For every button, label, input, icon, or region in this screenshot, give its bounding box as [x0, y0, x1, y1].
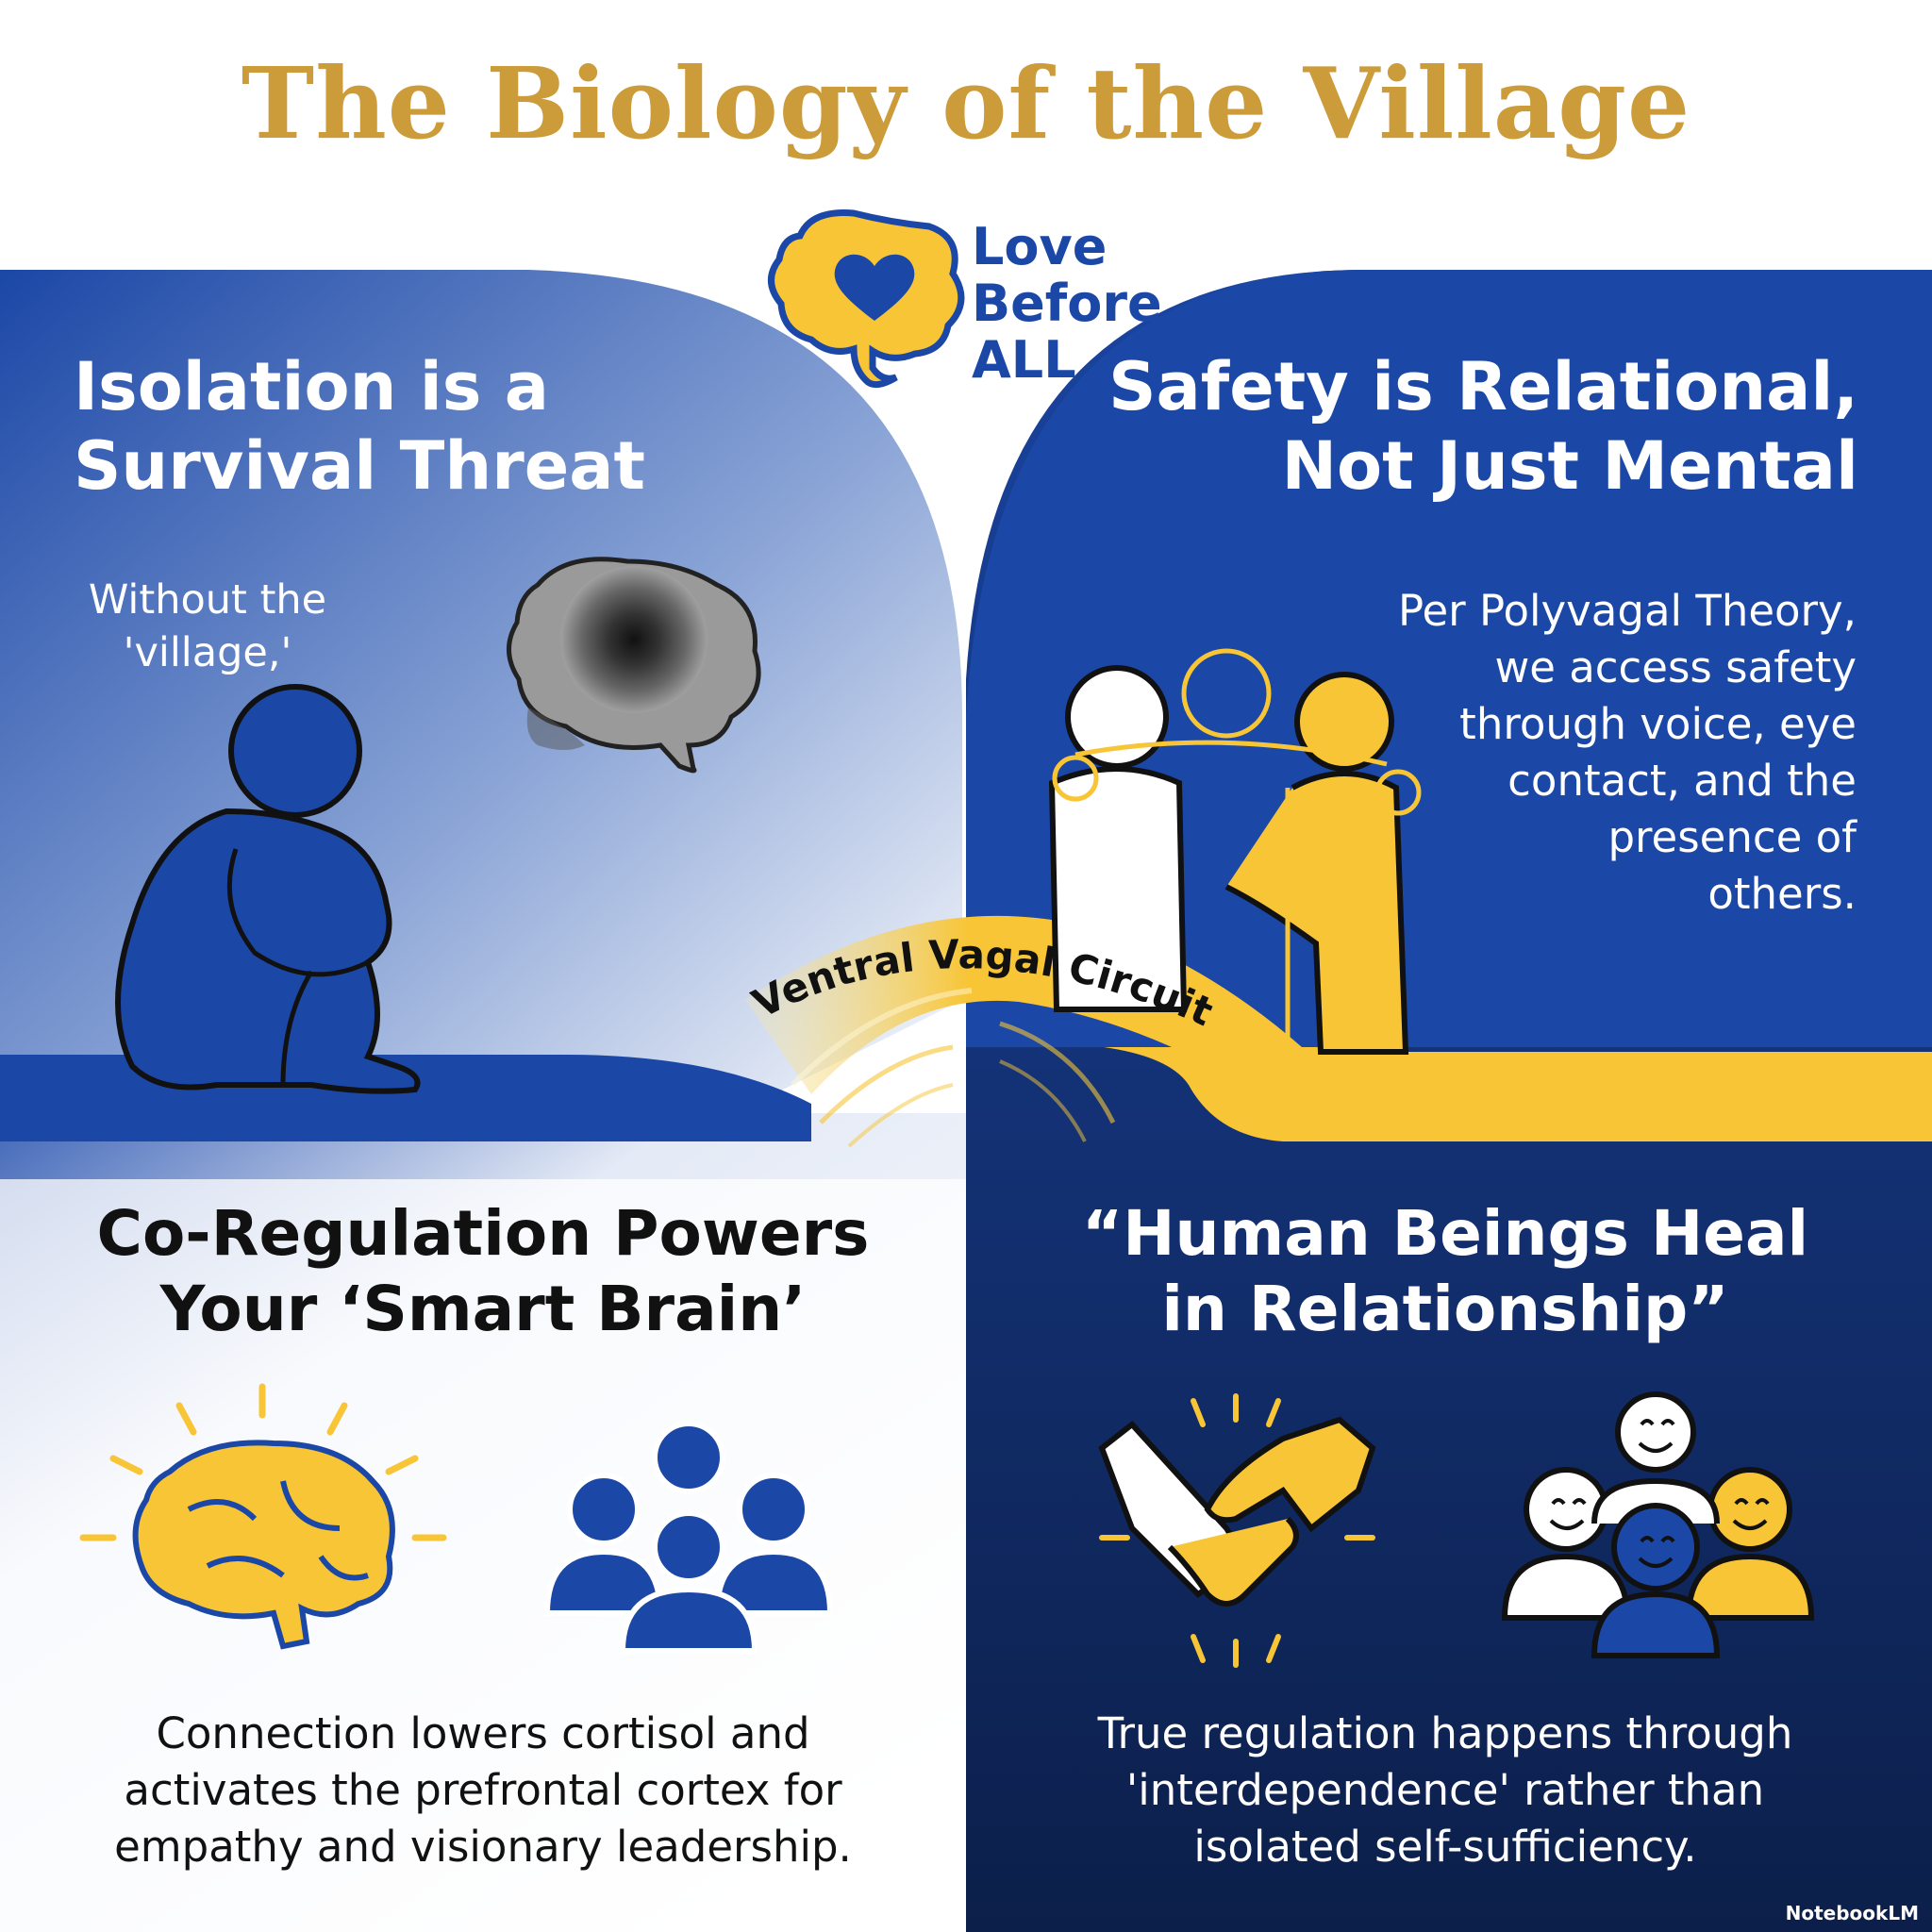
isolation-caption: Without the 'village,' — [66, 574, 349, 679]
coregulation-body: Connection lowers cortisol and activates… — [38, 1706, 928, 1875]
caption-line: Without the — [88, 576, 327, 624]
body-line: Connection lowers cortisol and — [156, 1708, 810, 1758]
heading-line: “Human Beings Heal — [1081, 1197, 1809, 1270]
heal-heading: “Human Beings Heal in Relationship” — [1000, 1196, 1890, 1347]
body-line: Per Polyvagal Theory, — [1397, 586, 1857, 636]
heading-line: Survival Threat — [74, 427, 645, 505]
embracing-people-icon — [1048, 648, 1422, 1055]
heading-line: Co-Regulation Powers — [96, 1197, 870, 1270]
body-line: contact, and the — [1507, 756, 1857, 806]
heading-line: Safety is Relational, — [1108, 348, 1858, 425]
isolation-heading: Isolation is a Survival Threat — [74, 347, 645, 506]
bright-brain-icon — [79, 1383, 447, 1650]
logo-line: ALL — [972, 330, 1076, 390]
heading-line: Isolation is a — [74, 348, 550, 425]
body-line: we access safety — [1494, 642, 1857, 692]
heading-line: Not Just Mental — [1281, 427, 1858, 505]
coregulation-heading: Co-Regulation Powers Your ‘Smart Brain’ — [38, 1196, 928, 1347]
heading-line: Your ‘Smart Brain’ — [159, 1273, 807, 1345]
brand-watermark: NotebookLM — [1785, 1902, 1919, 1924]
sad-brain-icon — [507, 557, 761, 774]
sitting-person-icon — [115, 684, 421, 1094]
logo-wordmark: Love Before ALL — [972, 219, 1162, 389]
body-line: empathy and visionary leadership. — [114, 1822, 852, 1872]
page-title: The Biology of the Village — [241, 45, 1691, 161]
safety-body: Per Polyvagal Theory, we access safety t… — [1328, 583, 1857, 923]
logo-line: Before — [972, 274, 1162, 333]
group-icon — [543, 1421, 834, 1654]
body-line: others. — [1707, 869, 1857, 919]
body-line: 'interdependence' rather than — [1125, 1765, 1765, 1815]
heart-brain-icon — [768, 209, 965, 389]
body-line: isolated self-sufficiency. — [1193, 1822, 1697, 1872]
body-line: True regulation happens through — [1097, 1708, 1793, 1758]
logo-line: Love — [972, 217, 1108, 276]
body-line: through voice, eye — [1459, 699, 1857, 749]
safety-heading: Safety is Relational, Not Just Mental — [1108, 347, 1858, 506]
heal-body: True regulation happens through 'interde… — [1000, 1706, 1890, 1875]
happy-faces-icon — [1501, 1391, 1815, 1658]
body-line: presence of — [1607, 812, 1857, 862]
heading-line: in Relationship” — [1161, 1273, 1729, 1345]
caption-line: 'village,' — [123, 629, 292, 676]
body-line: activates the prefrontal cortex for — [124, 1765, 842, 1815]
handshake-icon — [1098, 1393, 1376, 1668]
